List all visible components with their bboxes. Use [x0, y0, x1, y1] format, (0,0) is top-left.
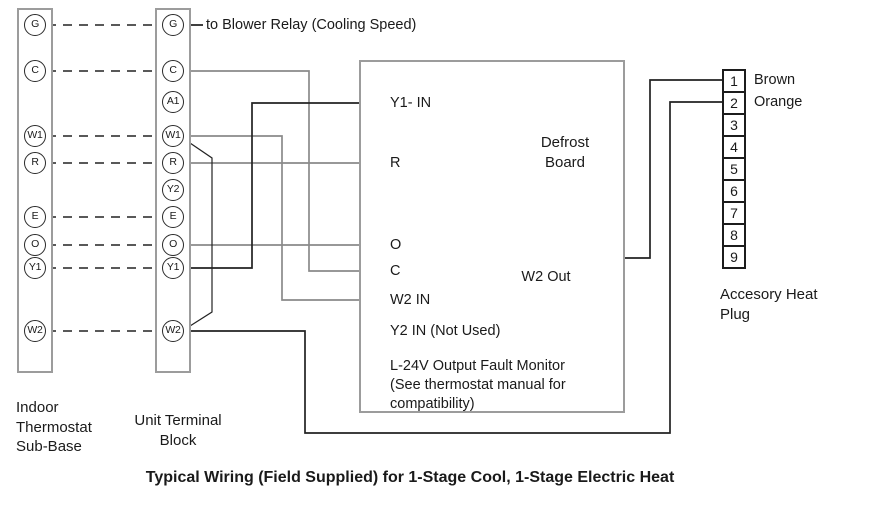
- unit-terminal-r: R: [162, 152, 184, 174]
- plug-cell-4: 4: [722, 135, 746, 159]
- wire-color-orange-label: Orange: [754, 94, 803, 110]
- accessory-heat-plug: 1 2 3 4 5 6 7 8 9: [722, 69, 746, 269]
- plug-cell-9: 9: [722, 245, 746, 269]
- plug-cell-8: 8: [722, 223, 746, 247]
- indoor-terminal-w2: W2: [24, 320, 46, 342]
- plug-cell-6: 6: [722, 179, 746, 203]
- defrost-pin-r: R: [390, 155, 401, 171]
- defrost-pin-y2-in: Y2 IN (Not Used): [390, 323, 501, 339]
- wire-color-brown-label: Brown: [754, 72, 796, 88]
- jumper-w1-w2: [189, 142, 213, 327]
- wire-w2-to-plug2: [185, 101, 724, 434]
- defrost-pin-o: O: [390, 237, 402, 253]
- indoor-terminal-y1: Y1: [24, 257, 46, 279]
- indoor-terminal-w1: W1: [24, 125, 46, 147]
- defrost-board-label: Defrost Board: [540, 134, 590, 171]
- plug-cell-1: 1: [722, 69, 746, 93]
- wire-w1-to-w2in: [185, 135, 368, 301]
- accessory-heat-plug-label: Accesory Heat Plug: [720, 286, 818, 323]
- unit-terminal-g: G: [162, 14, 184, 36]
- unit-terminal-w2: W2: [162, 320, 184, 342]
- indoor-terminal-o: O: [24, 234, 46, 256]
- unit-terminal-y2: Y2: [162, 179, 184, 201]
- indoor-terminal-c: C: [24, 60, 46, 82]
- unit-terminal-y1: Y1: [162, 257, 184, 279]
- defrost-board-box: [359, 60, 625, 413]
- blower-relay-note: to Blower Relay (Cooling Speed): [206, 17, 417, 33]
- defrost-pin-w2-in: W2 IN: [390, 292, 431, 308]
- indoor-thermostat-subbase-label: Indoor Thermostat Sub-Base: [16, 399, 92, 455]
- defrost-pin-c: C: [390, 263, 401, 279]
- defrost-pin-l24v: L-24V Output Fault Monitor (See thermost…: [390, 358, 566, 412]
- indoor-terminal-g: G: [24, 14, 46, 36]
- wire-y1-to-y1in: [185, 102, 368, 269]
- plug-cell-7: 7: [722, 201, 746, 225]
- unit-terminal-o: O: [162, 234, 184, 256]
- indoor-terminal-e: E: [24, 206, 46, 228]
- plug-cell-5: 5: [722, 157, 746, 181]
- dashed-thermostat-wires: [47, 24, 161, 332]
- unit-terminal-block-label: Unit Terminal Block: [134, 412, 222, 449]
- indoor-terminal-r: R: [24, 152, 46, 174]
- plug-cell-2: 2: [722, 91, 746, 115]
- unit-terminal-a1: A1: [162, 91, 184, 113]
- diagram-caption: Typical Wiring (Field Supplied) for 1-St…: [145, 469, 675, 486]
- unit-terminal-e: E: [162, 206, 184, 228]
- wire-c-to-board: [185, 70, 368, 272]
- unit-terminal-c: C: [162, 60, 184, 82]
- defrost-pin-w2-out-label: W2 Out: [521, 269, 571, 285]
- unit-terminal-w1: W1: [162, 125, 184, 147]
- plug-cell-3: 3: [722, 113, 746, 137]
- defrost-pin-y1-in: Y1- IN: [390, 95, 432, 111]
